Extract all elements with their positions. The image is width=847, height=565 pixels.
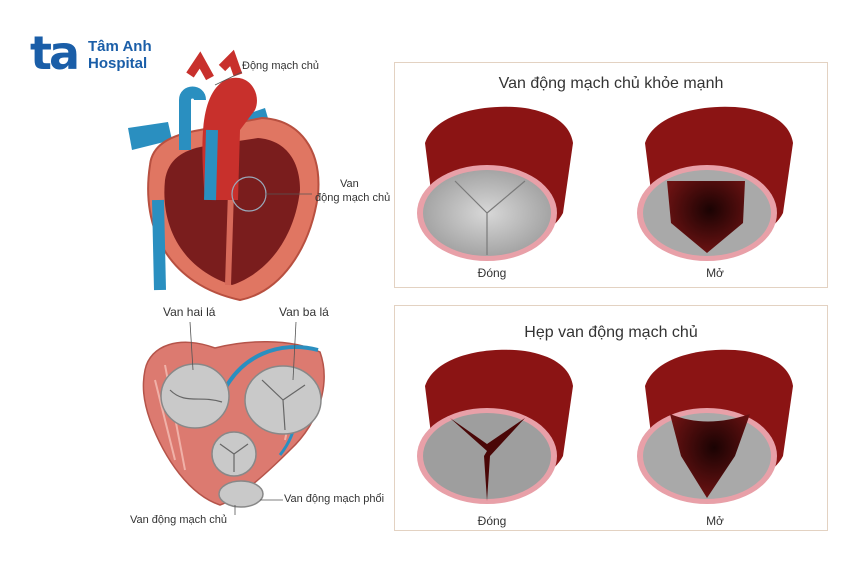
label-pulmonary: Van động mạch phổi xyxy=(284,493,385,505)
pulmonary-trunk xyxy=(204,129,218,201)
label-aorta: Động mạch chủ xyxy=(242,60,320,72)
mitral-leader xyxy=(189,321,194,371)
panel-stenosis: Hẹp van động mạch chủ Đóng Mở xyxy=(394,305,828,531)
logo-line2: Hospital xyxy=(88,55,148,72)
healthy-closed-caption: Đóng xyxy=(477,266,507,280)
healthy-open-caption: Mở xyxy=(706,266,724,280)
superior-vena-cava xyxy=(179,86,206,150)
panel-healthy-title: Van động mạch chủ khỏe mạnh xyxy=(498,75,724,92)
stenosis-closed-caption: Đóng xyxy=(477,514,507,528)
stenosis-open-caption: Mở xyxy=(706,514,724,528)
hospital-logo: ta Tâm Anh Hospital xyxy=(30,30,170,80)
label-tricuspid: Van ba lá xyxy=(279,305,329,319)
aorta-leader xyxy=(214,71,243,86)
aortic-valve-small xyxy=(218,480,264,508)
label-valve-line2: động mạch chủ xyxy=(315,192,391,204)
vena-cava xyxy=(152,199,166,291)
label-aortic: Van động mạch chủ xyxy=(130,514,228,526)
panel-healthy: Van động mạch chủ khỏe mạnh Đóng xyxy=(394,62,828,288)
mitral-valve xyxy=(160,363,230,429)
logo-text: Tâm Anh Hospital xyxy=(88,38,152,72)
logo-mark: ta xyxy=(30,26,80,80)
healthy-valves-graphic xyxy=(417,106,793,261)
coronary-artery xyxy=(220,345,319,396)
pulmonary-branch-left xyxy=(128,122,172,150)
aorta-top-branches xyxy=(186,49,243,81)
mitral-valve-line xyxy=(169,389,223,403)
tricuspid-leader xyxy=(292,321,297,381)
tricuspid-valve-lines xyxy=(261,379,306,431)
healthy-open-valve xyxy=(637,106,793,261)
label-valve-line1: Van xyxy=(340,178,359,190)
stenosis-closed-valve xyxy=(417,349,573,504)
logo-line1: Tâm Anh xyxy=(88,38,152,55)
stenosis-open-valve xyxy=(637,349,793,504)
pulmonary-valve-lines xyxy=(219,443,249,472)
healthy-closed-valve xyxy=(417,106,573,261)
stenosis-valves-graphic xyxy=(417,349,793,504)
label-mitral: Van hai lá xyxy=(163,305,216,319)
panel-stenosis-title: Hẹp van động mạch chủ xyxy=(524,324,698,341)
